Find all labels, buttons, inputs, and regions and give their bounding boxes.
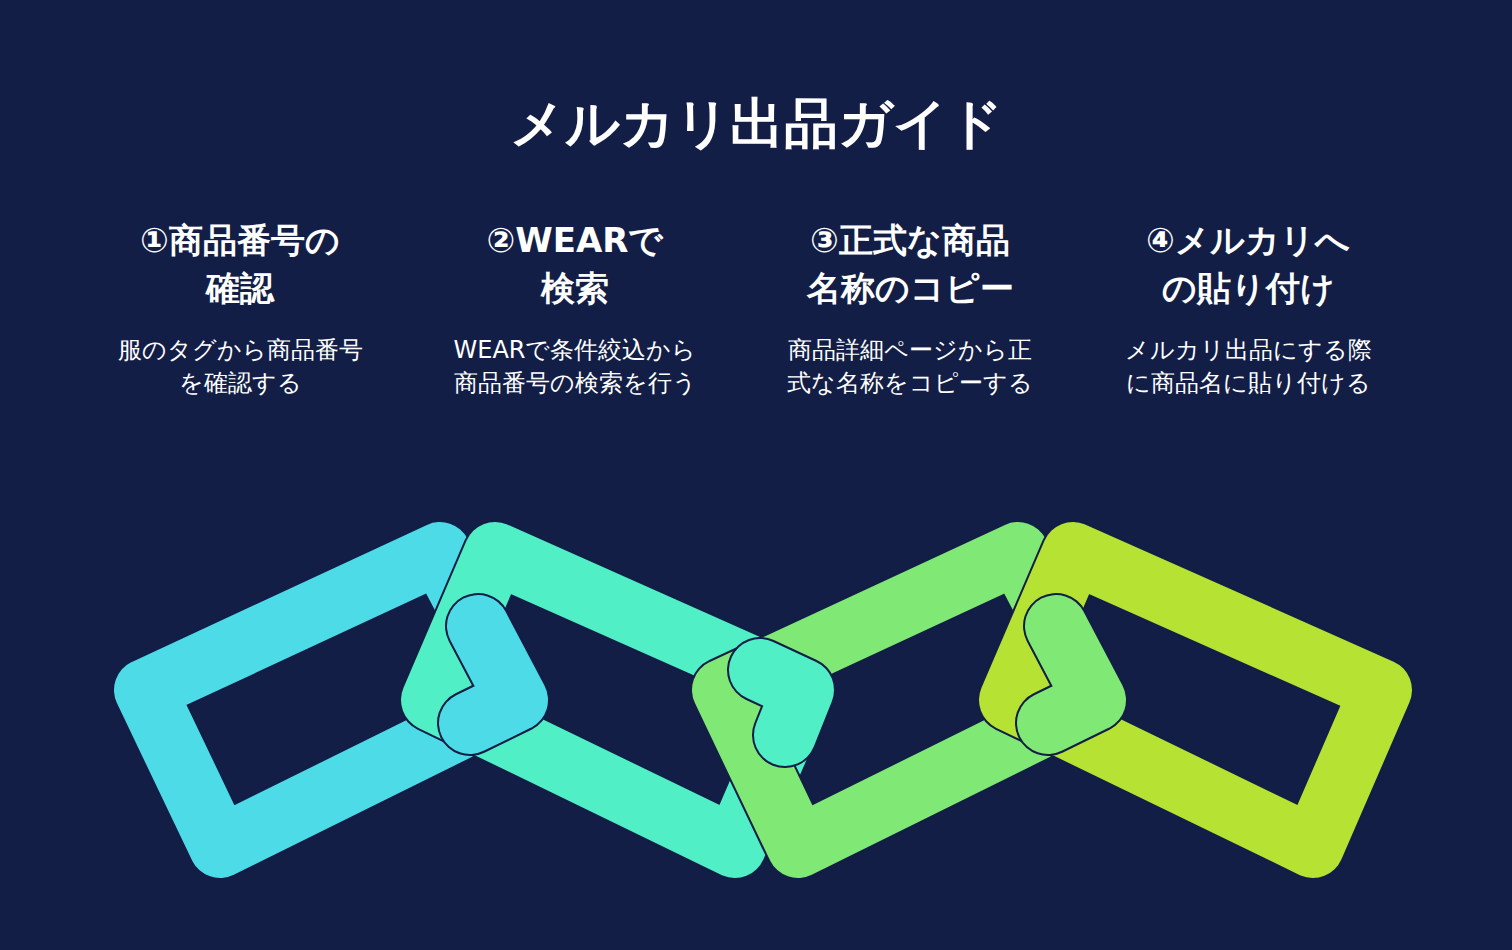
step-description: 商品詳細ページから正 式な名称をコピーする [770, 334, 1050, 400]
chain-link-edge [1048, 626, 1095, 723]
step-description: 服のタグから商品番号 を確認する [100, 334, 380, 400]
chain-link [470, 626, 517, 723]
step-heading: ④メルカリへ の貼り付け [1128, 216, 1368, 312]
chain-link [760, 670, 803, 735]
step-block: ③正式な商品 名称のコピー商品詳細ページから正 式な名称をコピーする [770, 216, 1050, 400]
step-heading: ②WEARで 検索 [455, 216, 695, 312]
step-heading: ①商品番号の 確認 [120, 216, 360, 312]
step-block: ④メルカリへ の貼り付けメルカリ出品にする際 に商品名に貼り付ける [1108, 216, 1388, 400]
step-description: メルカリ出品にする際 に商品名に貼り付ける [1108, 334, 1388, 400]
step-description: WEARで条件絞込から 商品番号の検索を行う [435, 334, 715, 400]
step-heading: ③正式な商品 名称のコピー [790, 216, 1030, 312]
step-block: ②WEARで 検索 WEARで条件絞込から 商品番号の検索を行う [435, 216, 715, 400]
chain-link [1010, 553, 1381, 847]
title: メルカリ出品ガイド [0, 92, 1512, 157]
chain-link [1048, 626, 1095, 723]
chain-link-edge [760, 670, 803, 735]
chain-link-edge [1010, 553, 1381, 847]
step-block: ①商品番号の 確認服のタグから商品番号 を確認する [100, 216, 380, 400]
chain-link-edge [470, 626, 517, 723]
